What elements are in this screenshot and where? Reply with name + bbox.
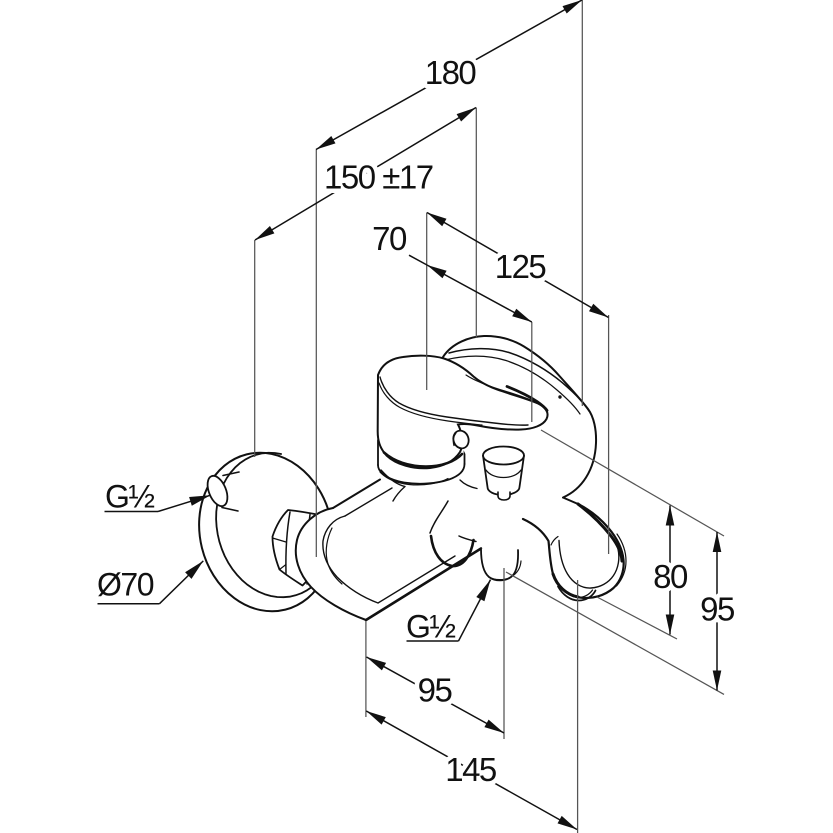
svg-text:Ø70: Ø70 — [97, 567, 154, 603]
svg-text:70: 70 — [372, 220, 407, 257]
svg-text:80: 80 — [653, 558, 688, 595]
svg-text:95: 95 — [418, 672, 452, 709]
svg-text:180: 180 — [425, 54, 477, 91]
svg-text:G½: G½ — [105, 479, 154, 515]
svg-text:125: 125 — [495, 248, 546, 285]
svg-text:G½: G½ — [406, 609, 455, 645]
svg-text:150 ±17: 150 ±17 — [324, 159, 433, 196]
svg-text:95: 95 — [700, 591, 734, 628]
svg-text:145: 145 — [445, 751, 496, 788]
